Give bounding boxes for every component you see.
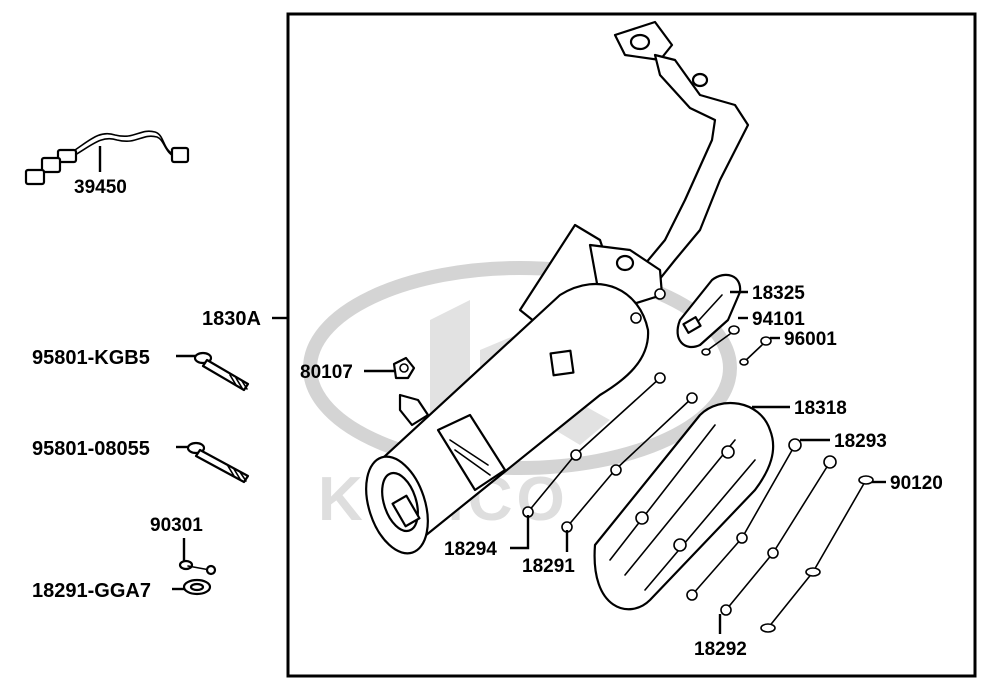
callout-18291: 18291 <box>522 556 575 577</box>
callout-90120: 90120 <box>890 473 943 494</box>
callout-1830a: 1830A <box>202 308 261 330</box>
callout-90301: 90301 <box>150 515 203 536</box>
callout-18292: 18292 <box>694 639 747 660</box>
bolt-90301-part <box>178 559 217 576</box>
nut-80107-part <box>392 356 416 380</box>
callout-39450: 39450 <box>74 177 127 198</box>
callout-18294: 18294 <box>444 539 497 560</box>
callout-94101: 94101 <box>752 309 805 330</box>
bolt-95801-kgb5-part <box>193 351 250 392</box>
callout-95801-kgb5: 95801-KGB5 <box>32 347 150 369</box>
heat-guard-small-part <box>676 273 742 348</box>
callout-18318: 18318 <box>794 398 847 419</box>
callout-96001: 96001 <box>784 329 837 350</box>
gasket-18291-gga7-part <box>182 578 212 596</box>
bolt-95801-08055-part <box>186 441 250 484</box>
heat-shield-part <box>593 401 775 611</box>
muffler-assembly-part <box>365 20 750 555</box>
callout-18291-gga7: 18291-GGA7 <box>32 580 151 602</box>
callout-labels: 39450 1830A 95801-KGB5 95801-08055 90301… <box>32 177 943 660</box>
bolt-96001-part <box>739 336 772 366</box>
callout-18293: 18293 <box>834 431 887 452</box>
leader-lines <box>98 146 886 634</box>
callout-80107: 80107 <box>300 362 353 383</box>
callout-18325: 18325 <box>752 283 805 304</box>
callout-95801-08055: 95801-08055 <box>32 438 150 460</box>
assembly-lines <box>522 372 874 633</box>
assembly-frame <box>286 12 977 678</box>
oxygen-sensor-part <box>24 130 190 186</box>
washer-94101-part <box>701 325 740 356</box>
